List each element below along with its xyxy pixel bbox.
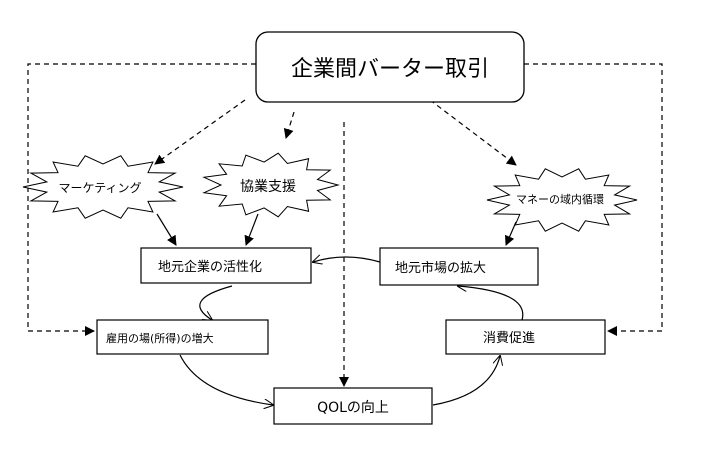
dashed-right-loop bbox=[524, 63, 663, 336]
title-box bbox=[255, 31, 525, 103]
box-consumption bbox=[445, 319, 606, 355]
box-employment-label: 雇用の場(所得)の増大 bbox=[106, 331, 214, 345]
box-qol bbox=[273, 387, 433, 425]
arrow-collaboration-activation bbox=[244, 213, 259, 246]
arrow-employment-qol bbox=[179, 354, 273, 405]
box-activation bbox=[140, 247, 312, 284]
burst-marketing-label: マーケティング bbox=[58, 181, 141, 195]
arrow-qol-consumption bbox=[432, 356, 500, 406]
dashed-arrow-money bbox=[429, 99, 517, 166]
arrow-consumption-market bbox=[458, 286, 524, 321]
burst-collaboration bbox=[202, 152, 340, 218]
arrow-marketing-activation bbox=[156, 213, 177, 246]
burst-marketing bbox=[22, 155, 184, 219]
arrow-money-market bbox=[505, 221, 517, 246]
dashed-arrow-marketing bbox=[154, 99, 246, 165]
dashed-arrow-collaboration bbox=[283, 111, 295, 139]
arrow-market-activation bbox=[313, 257, 381, 262]
box-market-label: 地元市場の拡大 bbox=[395, 260, 486, 276]
box-activation-label: 地元企業の活性化 bbox=[158, 259, 262, 275]
dashed-left-loop bbox=[27, 63, 256, 336]
box-market bbox=[379, 247, 539, 286]
title-text: 企業間バーター取引 bbox=[291, 57, 489, 82]
burst-money-label: マネーの域内循環 bbox=[516, 192, 604, 206]
box-consumption-label: 消費促進 bbox=[483, 331, 535, 346]
burst-collaboration-label: 協業支援 bbox=[240, 179, 296, 195]
box-qol-label: QOLの向上 bbox=[317, 400, 389, 416]
box-employment bbox=[96, 319, 269, 355]
arrow-activation-employment bbox=[199, 285, 233, 320]
burst-money bbox=[486, 168, 638, 232]
